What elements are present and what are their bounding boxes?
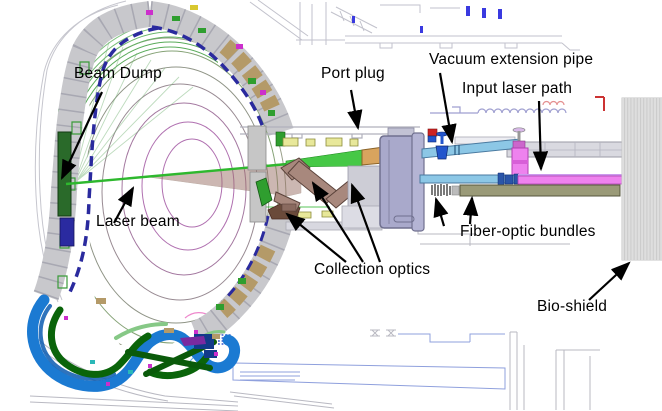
external-lines — [419, 96, 624, 197]
wall-left-top — [33, 1, 152, 301]
upper-structures-outline — [249, 0, 580, 51]
arrow-collection-optics-2 — [311, 181, 364, 263]
arrow-input-laser-path — [532, 100, 549, 172]
divertor-light-green-blade — [114, 322, 168, 340]
divertor-blue-inner — [38, 304, 116, 381]
arrow-laser-beam — [113, 186, 135, 224]
arrow-collection-optics-1 — [285, 212, 347, 263]
pipe-valve-blue — [435, 131, 449, 160]
annotation-arrows — [61, 72, 631, 301]
valve-body — [435, 145, 449, 160]
blanket-navy-rail-upper-right — [151, 25, 266, 131]
divertor-purple-arm — [180, 336, 206, 346]
collection-light-cone — [147, 161, 302, 197]
wall-lower-right — [190, 211, 295, 347]
divertor — [27, 294, 241, 392]
arrow-vacuum-extension-pipe — [438, 72, 457, 145]
label-collection-optics: Collection optics — [314, 261, 431, 278]
flange-top-tab — [387, 127, 415, 137]
label-fiber-optic-bundles: Fiber-optic bundles — [460, 223, 596, 240]
valve-stem — [440, 135, 444, 144]
blanket-navy-rail-lower-right — [222, 215, 270, 302]
arrow-fiber-bundles-2 — [462, 195, 479, 225]
wall-yellow-bit — [190, 5, 198, 10]
arrow-port-plug — [347, 89, 363, 131]
fiber-optic-bundle-bar — [459, 184, 621, 197]
lavender-stripe — [518, 174, 623, 177]
input-laser-pipe-magenta — [517, 175, 624, 185]
magenta-valve-base — [512, 140, 526, 149]
bellows-squiggle-lavender — [430, 106, 567, 114]
flange-slot — [393, 215, 415, 223]
divertor-cyan-dots — [90, 360, 133, 374]
pipe-connector-cluster — [497, 172, 520, 186]
support-beam-seams — [507, 142, 623, 157]
valve-blue-small — [427, 135, 437, 143]
bio-shield-wall — [621, 97, 662, 261]
arrow-collection-optics-3 — [350, 182, 382, 263]
divertor-green-cassette-b — [146, 354, 210, 379]
outer-green-brackets — [57, 61, 90, 289]
magenta-valve-stem — [517, 131, 521, 142]
blanket-tan-upper — [219, 39, 280, 112]
inner-wall-block-upper — [247, 125, 267, 171]
label-port-plug: Port plug — [321, 65, 385, 82]
flux-contour — [101, 83, 259, 301]
magenta-valve — [512, 127, 526, 149]
valve-red-component — [427, 128, 438, 137]
basemat-blue-outline — [232, 333, 506, 390]
arrow-fiber-bundles-1 — [433, 196, 449, 227]
green-contour — [58, 41, 218, 190]
upper-blue-marks — [352, 6, 502, 33]
label-input-laser-path: Input laser path — [462, 80, 573, 97]
fiber-end-block — [451, 185, 460, 196]
magenta-column-band — [512, 160, 528, 164]
vacuum-vessel-wall — [33, 1, 295, 347]
pipe-flange-ticks — [454, 145, 460, 155]
red-bracket-mark — [595, 96, 605, 111]
bellows-squiggle-pink — [542, 100, 565, 106]
cryostat-outline-left — [34, 0, 127, 303]
lower-wall-blue-module — [59, 217, 75, 247]
label-beam-dump: Beam Dump — [74, 65, 162, 82]
green-contour — [61, 46, 218, 190]
divertor-blue-casing — [27, 294, 241, 392]
port-duct-rail — [240, 126, 420, 139]
port-shutter-green — [255, 177, 273, 207]
fiber-bundle-dashes — [431, 184, 451, 196]
label-bio-shield: Bio-shield — [537, 298, 608, 315]
blanket-tan-lower — [216, 244, 276, 318]
arrow-beam-dump — [61, 91, 103, 180]
arrow-bio-shield — [588, 261, 631, 301]
label-laser-beam: Laser beam — [96, 213, 180, 230]
bio-shield-hatch — [622, 98, 662, 260]
yellow-blocks — [282, 137, 359, 219]
mirror-mount — [281, 203, 297, 212]
label-vacuum-extension-pipe: Vacuum extension pipe — [429, 51, 594, 68]
green-contour — [58, 36, 218, 157]
